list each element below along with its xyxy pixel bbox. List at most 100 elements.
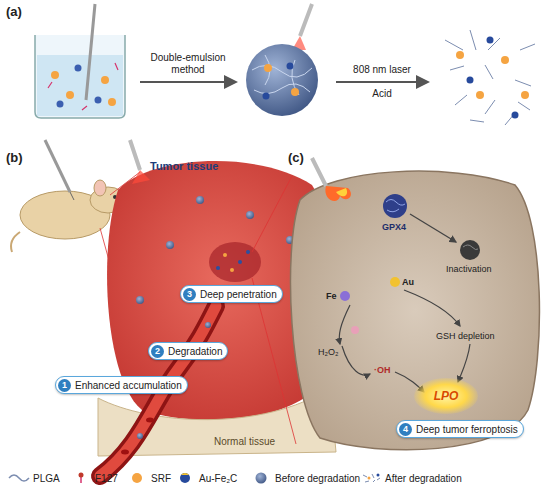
laser-fiber: [312, 158, 326, 186]
surfactant-symbol: [79, 473, 84, 478]
beaker: [48, 63, 118, 110]
gpx4-enzyme: [463, 245, 478, 250]
degraded-fragments: [476, 91, 484, 99]
nanoparticle: [287, 63, 294, 70]
glow-node: LPO: [414, 378, 478, 414]
callout-box: 3 Deep penetration: [180, 285, 283, 303]
legend-item: Before degradation: [250, 472, 360, 484]
degraded-fragments: [445, 30, 535, 125]
mouse: [11, 140, 126, 252]
tumor-particles: [136, 296, 144, 304]
mouse: [94, 180, 106, 196]
legend-sample: [360, 472, 382, 484]
nanoparticle: [246, 44, 318, 116]
node-text: Deep penetration: [200, 289, 277, 300]
tumor-particles: [246, 250, 250, 254]
nanoparticle: [263, 93, 270, 100]
legend-item: PLGA: [8, 472, 60, 484]
reaction-arrows: [351, 326, 359, 334]
gpx4-enzyme: [410, 214, 456, 242]
particle-symbol: [180, 473, 190, 483]
nanoparticle: [264, 64, 272, 72]
nanoparticle: [246, 4, 318, 116]
legend-item: F127: [70, 472, 118, 484]
mouse: [70, 192, 74, 200]
gpx4-enzyme: [460, 240, 480, 260]
laser-fiber: [130, 140, 140, 170]
beaker: [57, 101, 64, 108]
gpx4-enzyme: [383, 194, 480, 260]
panel-letter: (b): [6, 150, 23, 165]
element-label: Au: [402, 276, 414, 288]
panel-letter: (c): [288, 150, 304, 165]
legend-text: After degradation: [385, 473, 462, 484]
node-text: LPO: [434, 389, 459, 403]
legend-text: Au-Fe₂C: [199, 473, 237, 484]
blood-vessel: [146, 418, 154, 423]
tumor-particles: [223, 253, 227, 257]
degraded-fragments: [456, 51, 464, 59]
process-label: GSH depletion: [436, 330, 495, 342]
cell: [290, 171, 539, 450]
legend-sample: [8, 472, 30, 484]
beaker: [35, 4, 125, 118]
radical-label: ·OH: [374, 364, 391, 376]
reaction-arrows: [390, 277, 400, 287]
legend-text: Before degradation: [275, 473, 360, 484]
tumor-particles: [166, 241, 174, 249]
legend-item: After degradation: [360, 472, 462, 484]
nanoparticle: [252, 55, 312, 95]
callout-number: 2: [151, 345, 164, 358]
beaker: [37, 55, 123, 116]
tumor-particles: [196, 196, 204, 204]
legend-item: SRF: [126, 472, 171, 484]
beaker: [75, 65, 82, 72]
tumor-particles: [238, 260, 242, 264]
gpx4-enzyme: [383, 194, 407, 218]
callout-box: 2Degradation: [148, 342, 228, 360]
region-label: Normal tissue: [214, 436, 275, 448]
beaker: [101, 76, 109, 84]
molecule-label: GPX4: [382, 221, 406, 233]
tumor-particles: [209, 242, 261, 282]
degraded-fragments: [512, 112, 519, 119]
gpx4-enzyme: [386, 200, 405, 212]
beaker: [35, 35, 125, 118]
molecule-label: H₂O₂: [318, 346, 339, 358]
callout-number: 3: [183, 288, 196, 301]
callout-number: 1: [58, 379, 71, 392]
fragment-symbol: [363, 474, 380, 482]
nanoparticle: [291, 88, 299, 96]
step-label: Double-emulsion method: [140, 52, 236, 76]
beaker: [86, 4, 95, 100]
blood-vessel: [205, 322, 211, 328]
tumor-particles: [246, 211, 254, 219]
reaction-arrows: [340, 291, 350, 301]
legend-sample: [126, 472, 148, 484]
callout-number: 4: [399, 423, 412, 436]
reaction-arrows: [342, 346, 370, 375]
tumor-particles: [216, 266, 220, 270]
zoom-line: [252, 176, 296, 444]
reaction-arrows: [339, 305, 350, 344]
polymer-line: [9, 475, 29, 481]
element-label: Fe: [326, 290, 337, 302]
legend-sample: [174, 472, 196, 484]
degraded-fragments: [445, 30, 535, 125]
degraded-fragments: [501, 56, 509, 64]
region-label: Tumor tissue: [150, 160, 218, 172]
legend-swatch: [132, 473, 142, 483]
node-text: Deep tumor ferroptosis: [416, 424, 518, 435]
beaker: [108, 98, 116, 106]
mouse: [11, 232, 20, 252]
fragment-symbol: [368, 477, 371, 480]
reaction-arrows: [404, 290, 460, 326]
laser-fiber: [325, 186, 351, 201]
legend-text: SRF: [151, 473, 171, 484]
reaction-arrows: [458, 344, 470, 382]
laser-fiber: [336, 188, 347, 196]
legend-sample: [250, 472, 272, 484]
degraded-fragments: [467, 77, 474, 84]
laser-fiber: [132, 170, 150, 184]
node-text: Enhanced accumulation: [75, 380, 182, 391]
